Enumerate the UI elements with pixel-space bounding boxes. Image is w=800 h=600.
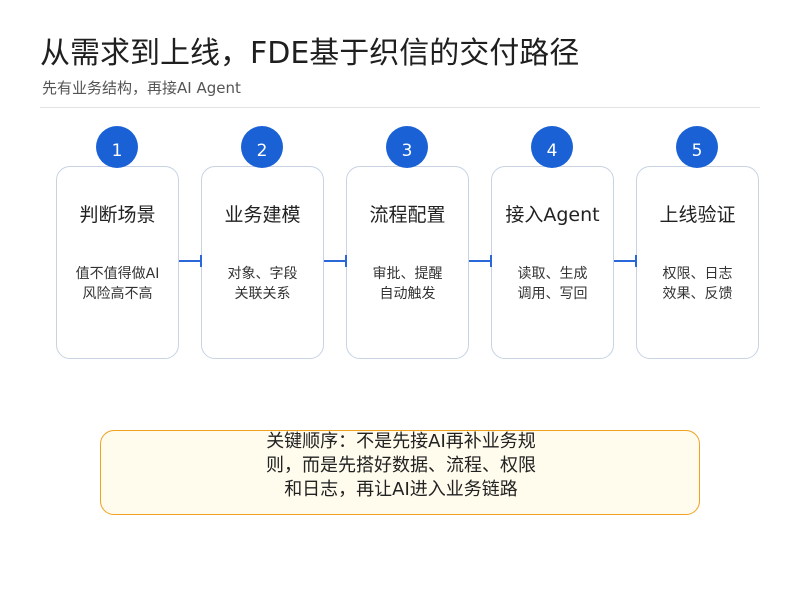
step-2-card: 业务建模 对象、字段 关联关系: [201, 166, 324, 359]
step-1-number-badge: 1: [96, 126, 138, 168]
step-3-card: 流程配置 审批、提醒 自动触发: [346, 166, 469, 359]
connector-arrow-2-3: [324, 255, 347, 267]
step-4-description-line-2: 调用、写回: [517, 286, 588, 302]
step-4-description-line-1: 读取、生成: [517, 266, 588, 282]
page-subtitle: 先有业务结构，再接AI Agent: [42, 79, 241, 97]
page-title: 从需求到上线，FDE基于织信的交付路径: [40, 36, 580, 71]
step-4-title: 接入Agent: [505, 204, 600, 226]
connector-arrow-3-4: [469, 255, 492, 267]
connector-arrow-4-5: [614, 255, 637, 267]
step-5-description-line-1: 权限、日志: [662, 266, 733, 282]
step-2-title: 业务建模: [224, 204, 301, 226]
step-5-title: 上线验证: [659, 204, 736, 226]
step-1-card: 判断场景 值不值得做AI 风险高不高: [56, 166, 179, 359]
header-divider: [40, 107, 760, 108]
step-2-description: 对象、字段 关联关系: [202, 264, 323, 304]
step-1-title: 判断场景: [79, 204, 156, 226]
step-1-description: 值不值得做AI 风险高不高: [57, 264, 178, 304]
step-4-card: 接入Agent 读取、生成 调用、写回: [491, 166, 614, 359]
step-2-description-line-1: 对象、字段: [227, 266, 298, 282]
step-5-description-line-2: 效果、反馈: [662, 286, 733, 302]
step-3-number-badge: 3: [386, 126, 428, 168]
step-1-description-line-2: 风险高不高: [82, 286, 153, 302]
step-2-number-badge: 2: [241, 126, 283, 168]
connector-arrow-1-2: [179, 255, 202, 267]
step-3-description-line-1: 审批、提醒: [372, 266, 443, 282]
step-5-description: 权限、日志 效果、反馈: [637, 264, 758, 304]
key-order-note-box: 关键顺序：不是先接AI再补业务规则，而是先搭好数据、流程、权限和日志，再让AI进…: [100, 430, 700, 515]
step-2-description-line-2: 关联关系: [234, 286, 291, 302]
step-3-description-line-2: 自动触发: [379, 286, 436, 302]
step-4-number-badge: 4: [531, 126, 573, 168]
step-5-number-badge: 5: [676, 126, 718, 168]
key-order-note-text: 关键顺序：不是先接AI再补业务规则，而是先搭好数据、流程、权限和日志，再让AI进…: [266, 431, 536, 500]
step-1-description-line-1: 值不值得做AI: [75, 266, 160, 282]
step-4-description: 读取、生成 调用、写回: [492, 264, 613, 304]
step-5-card: 上线验证 权限、日志 效果、反馈: [636, 166, 759, 359]
step-3-description: 审批、提醒 自动触发: [347, 264, 468, 304]
step-3-title: 流程配置: [369, 204, 446, 226]
